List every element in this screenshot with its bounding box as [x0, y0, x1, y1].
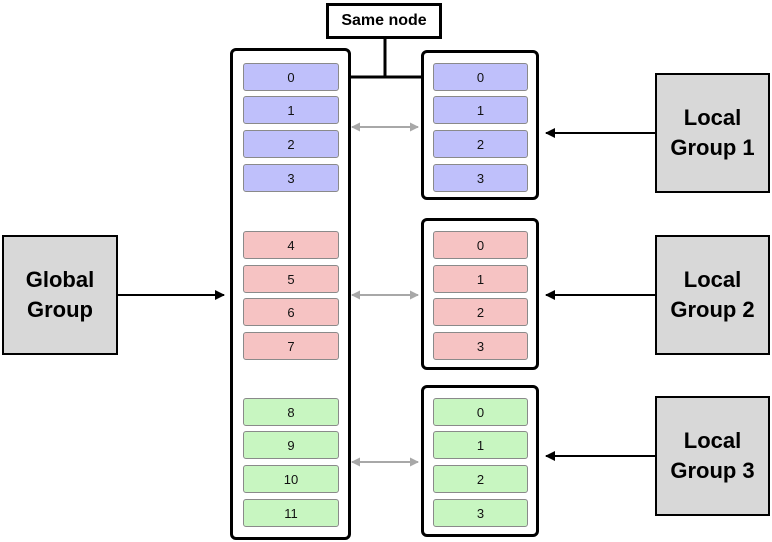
local-group-2-rank-3: 3: [433, 332, 528, 360]
local-group-3-rank-3: 3: [433, 499, 528, 527]
local-group-2-label: Local Group 2: [655, 235, 770, 355]
global-group-label: Global Group: [2, 235, 118, 355]
local-group-2-rank-0: 0: [433, 231, 528, 259]
local-group-3-rank-1: 1: [433, 431, 528, 459]
local-group-3-rank-0: 0: [433, 398, 528, 426]
global-rank-11: 11: [243, 499, 339, 527]
local-group-2-rank-1: 1: [433, 265, 528, 293]
global-rank-9: 9: [243, 431, 339, 459]
local-group-1-rank-0: 0: [433, 63, 528, 91]
global-rank-1: 1: [243, 96, 339, 124]
global-rank-8: 8: [243, 398, 339, 426]
local-group-3-label: Local Group 3: [655, 396, 770, 516]
global-rank-7: 7: [243, 332, 339, 360]
global-rank-2: 2: [243, 130, 339, 158]
local-group-1-label: Local Group 1: [655, 73, 770, 193]
global-rank-0: 0: [243, 63, 339, 91]
global-rank-10: 10: [243, 465, 339, 493]
global-rank-5: 5: [243, 265, 339, 293]
local-group-2-rank-2: 2: [433, 298, 528, 326]
global-rank-3: 3: [243, 164, 339, 192]
global-rank-6: 6: [243, 298, 339, 326]
local-group-1-rank-1: 1: [433, 96, 528, 124]
local-group-3-rank-2: 2: [433, 465, 528, 493]
global-rank-4: 4: [243, 231, 339, 259]
local-group-1-rank-2: 2: [433, 130, 528, 158]
local-group-1-rank-3: 3: [433, 164, 528, 192]
same-node-callout: Same node: [326, 3, 442, 39]
